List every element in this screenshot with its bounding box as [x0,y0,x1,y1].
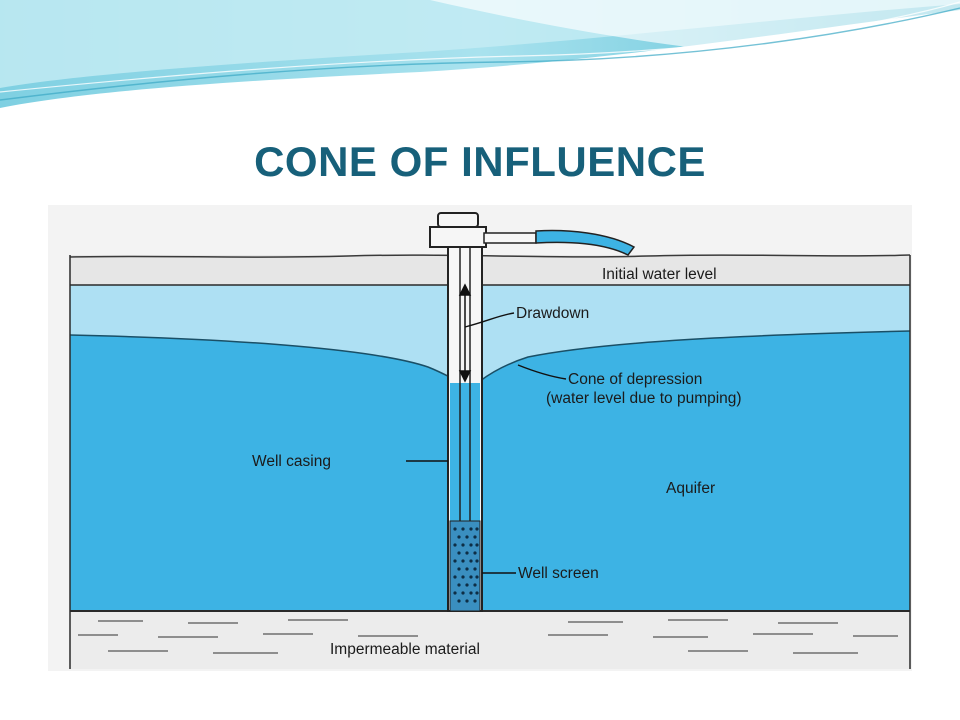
drawdown-arrow [458,283,472,383]
top-wave-decoration [0,0,960,108]
label-aquifer: Aquifer [666,480,715,497]
label-well-casing: Well casing [252,453,331,470]
impermeable-dashes [78,619,898,654]
discharge-pipe [483,232,537,244]
discharge-spout [535,229,636,256]
drawdown-leader [464,312,515,328]
label-well-screen: Well screen [518,565,599,582]
label-drawdown: Drawdown [516,305,589,322]
aquifer-saturated [70,331,910,611]
pump-head [429,226,487,248]
ground-surface [70,255,910,285]
label-initial-water-level: Initial water level [602,266,717,283]
label-impermeable-material: Impermeable material [330,641,480,658]
well-diagram: Initial water level Drawdown Cone of dep… [48,205,912,671]
well-screen-holes [453,527,479,603]
well [429,212,636,612]
pump-cap [437,212,479,228]
impermeable-layer [70,611,910,669]
cone-leader [517,364,567,380]
slide-title: CONE OF INFLUENCE [254,138,706,185]
label-cone-of-depression-note: (water level due to pumping) [546,390,742,407]
well-screen [449,520,481,612]
label-cone-of-depression: Cone of depression [568,371,702,388]
ground-line [69,254,911,258]
